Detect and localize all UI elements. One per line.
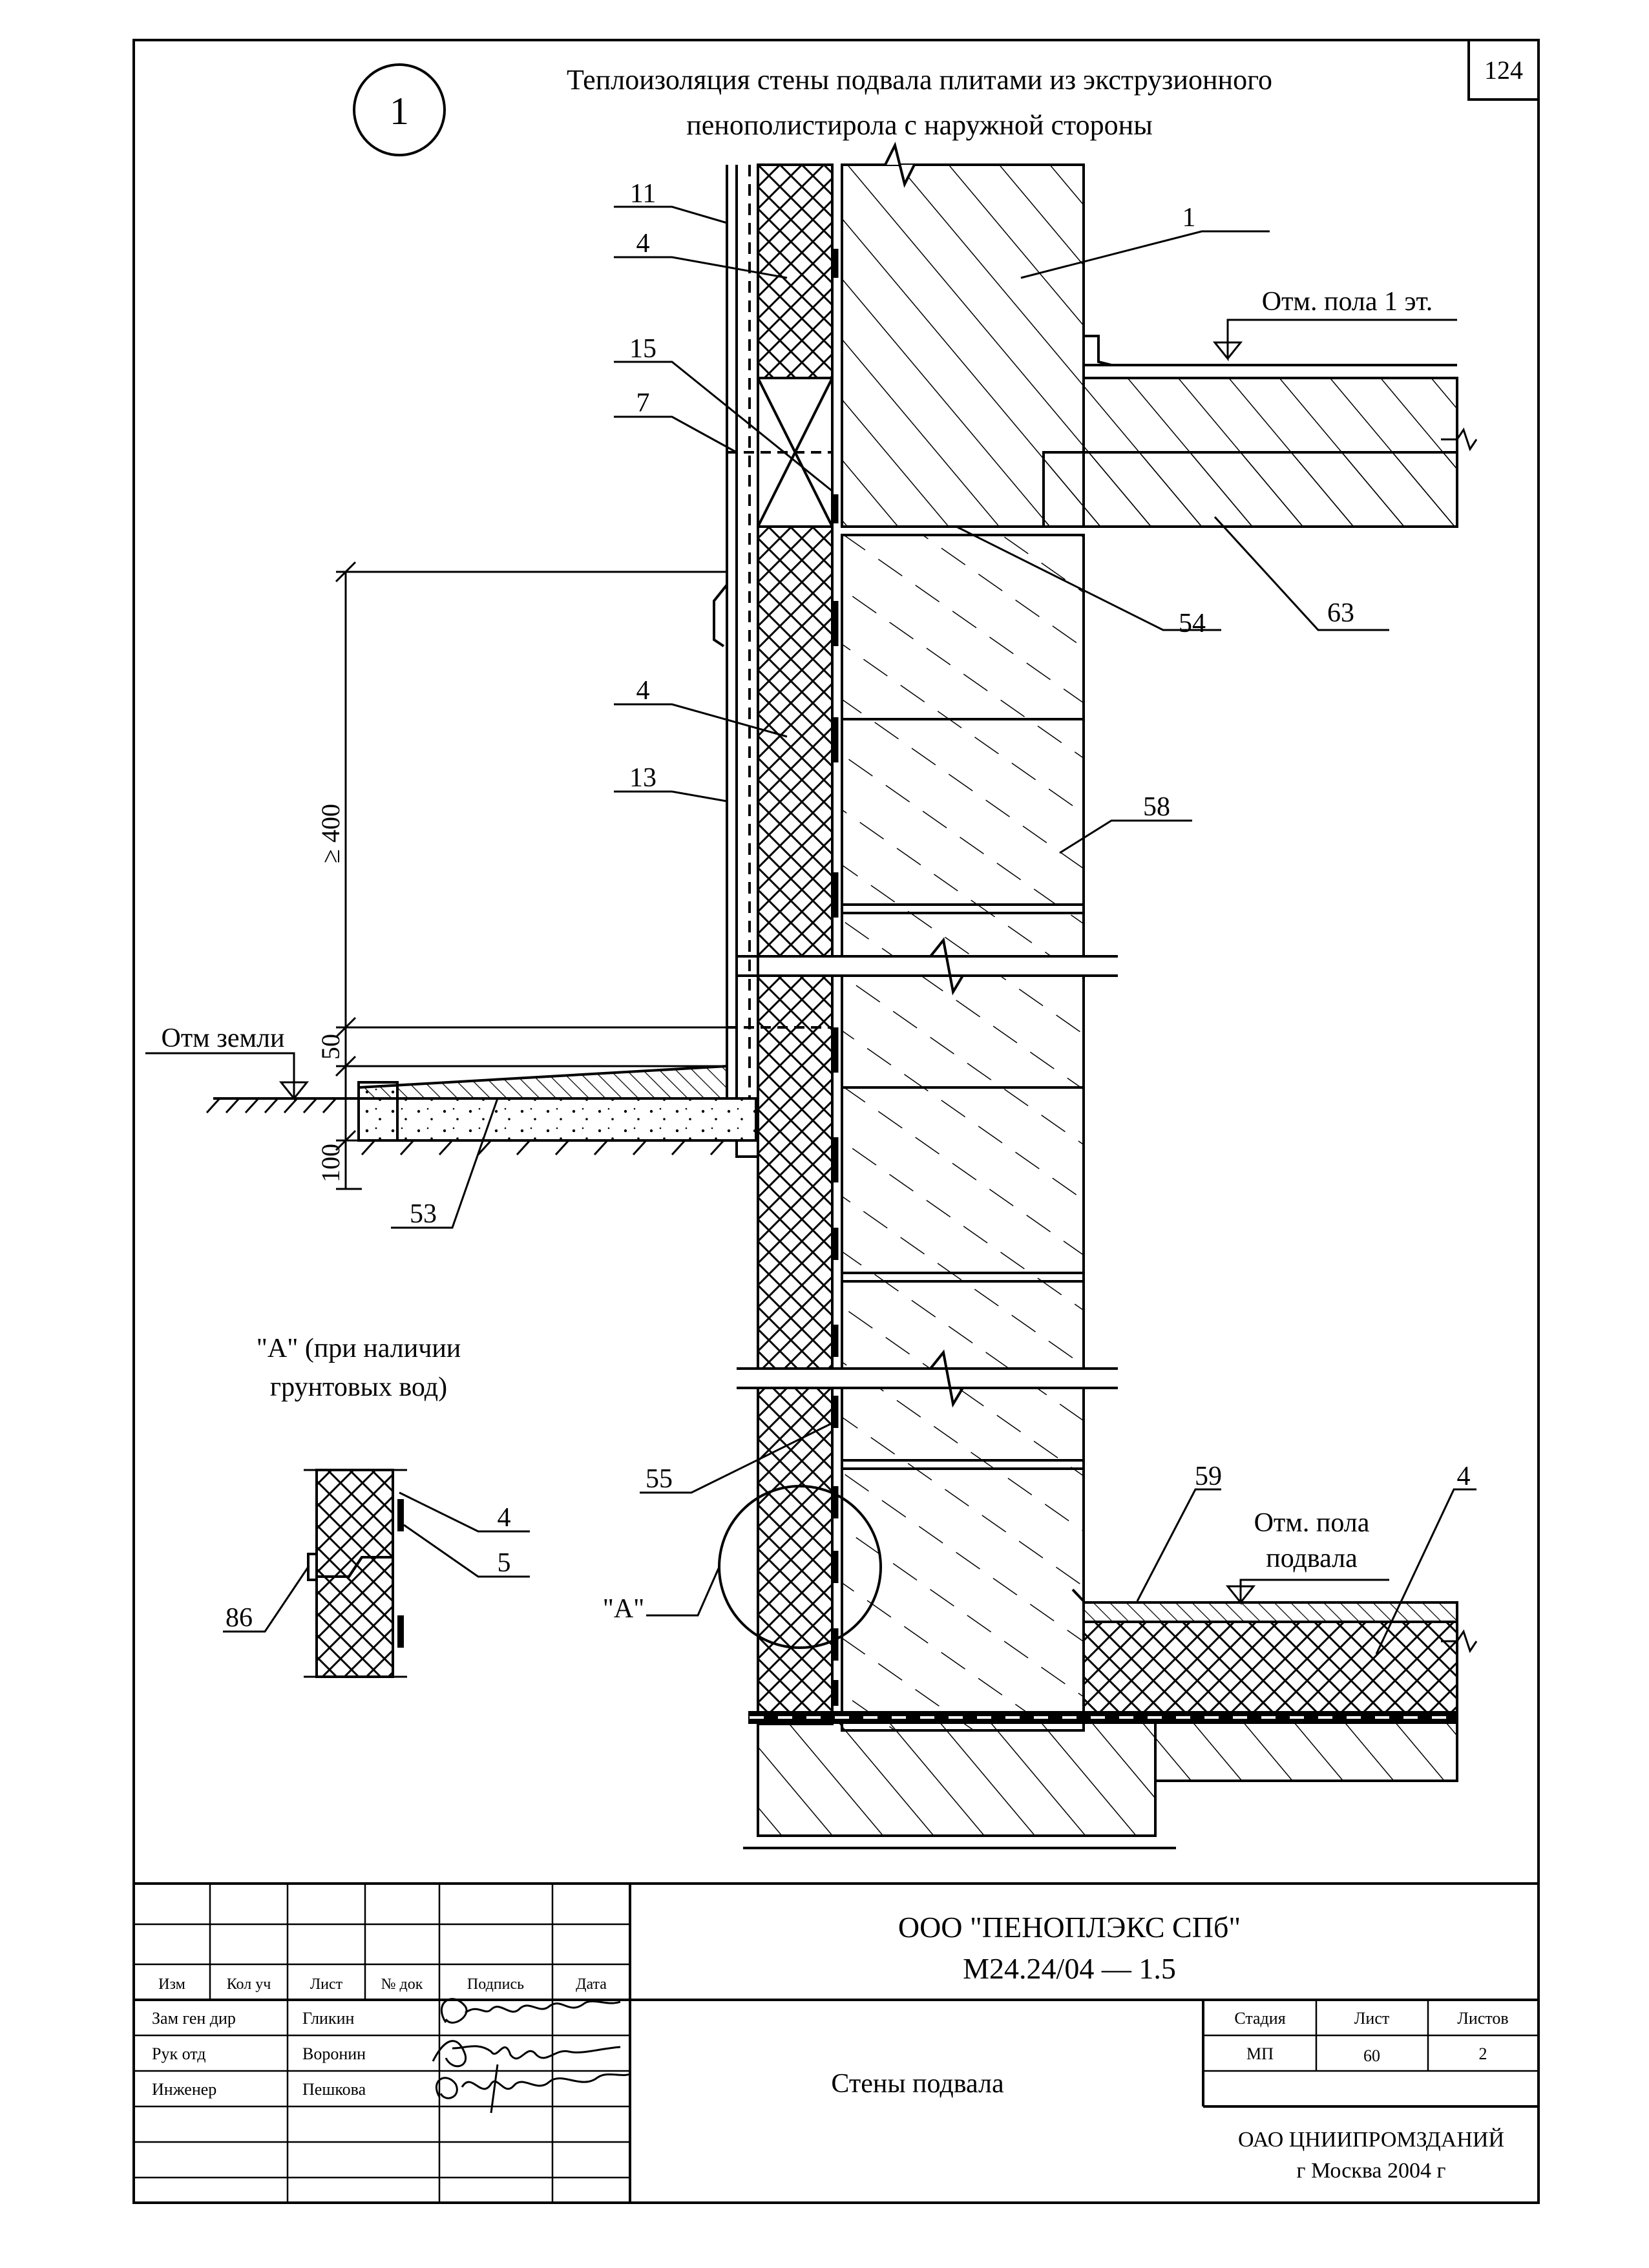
sheet-header: Лист — [1354, 2009, 1389, 2028]
title-block-text: Изм Кол уч Лист № док Подпись Дата Зам г… — [152, 1911, 1509, 2183]
signature-2 — [432, 2040, 621, 2068]
foundation-footing — [743, 1588, 1478, 1849]
level-ground-text: Отм земли — [161, 1024, 284, 1053]
sheet-value: 60 — [1363, 2046, 1380, 2065]
author-city: г Москва 2004 г — [1297, 2159, 1446, 2183]
hdr-ndok: № док — [381, 1976, 423, 1993]
document-code: М24.24/04 — 1.5 — [963, 1952, 1176, 1985]
inset-callout-86: 86 — [226, 1603, 253, 1633]
role-1: Зам ген дир — [152, 2009, 236, 2028]
callout-63: 63 — [1327, 598, 1354, 628]
name-2: Воронин — [302, 2044, 366, 2063]
role-3: Инженер — [152, 2080, 216, 2099]
sheet-number-box: 124 — [1467, 39, 1540, 101]
detail-marker: 1 — [353, 63, 446, 156]
dim-400: ≥ 400 — [316, 804, 345, 863]
callout-a: "А" — [603, 1594, 645, 1624]
inset-callout-5: 5 — [498, 1548, 511, 1578]
signature-3 — [435, 2064, 631, 2114]
hdr-list: Лист — [310, 1976, 343, 1993]
hdr-kolu: Кол уч — [227, 1976, 271, 1993]
foundation-blocks — [841, 534, 1085, 1732]
callout-55: 55 — [646, 1464, 673, 1494]
level-basement-line1: Отм. пола — [1254, 1508, 1370, 1538]
callout-4-mid: 4 — [636, 676, 650, 706]
detail-number: 1 — [390, 90, 409, 132]
level-floor1: Отм. пола 1 эт. — [1212, 287, 1457, 362]
callout-54: 54 — [1179, 609, 1206, 638]
author-org: ОАО ЦНИИПРОМЗДАНИЙ — [1238, 2128, 1504, 2152]
level-ground: Отм земли — [145, 1024, 310, 1102]
level-basement-line2: подвала — [1266, 1544, 1358, 1573]
inset-callout-4: 4 — [498, 1503, 511, 1533]
hdr-izm: Изм — [158, 1976, 185, 1993]
inset-detail-a: "А" (при наличии грунтовых вод) 4 5 86 — [223, 1334, 530, 1678]
stage-header: Стадия — [1234, 2009, 1285, 2028]
level-floor1-text: Отм. пола 1 эт. — [1262, 287, 1433, 317]
wall-section: Отм. пола 1 эт. Отм земли Отм. пола подв… — [145, 142, 1478, 1849]
hdr-data: Дата — [576, 1976, 607, 1993]
callout-58: 58 — [1143, 792, 1170, 822]
inset-title-line2: грунтовых вод) — [270, 1372, 447, 1402]
callout-15: 15 — [629, 334, 656, 364]
detail-title-line1: Теплоизоляция стены подвала плитами из э… — [567, 64, 1272, 96]
title-block — [132, 1882, 1540, 2204]
dim-50: 50 — [316, 1034, 345, 1060]
callout-53: 53 — [410, 1199, 437, 1229]
callout-4-bottom: 4 — [1457, 1462, 1471, 1491]
callout-11: 11 — [630, 179, 656, 209]
hdr-podpis: Подпись — [467, 1976, 524, 1993]
callout-1: 1 — [1182, 203, 1196, 233]
dimension-chain — [335, 561, 727, 1190]
detail-title-line2: пенополистирола с наружной стороны — [686, 109, 1153, 141]
sheets-value: 2 — [1479, 2044, 1487, 2063]
inset-title-line1: "А" (при наличии — [257, 1334, 461, 1363]
document-name: Стены подвала — [831, 2069, 1004, 2099]
name-1: Гликин — [302, 2009, 355, 2028]
sheets-header: Листов — [1457, 2009, 1508, 2028]
callout-7: 7 — [636, 388, 650, 418]
break-lines — [737, 937, 1118, 1408]
signature-1 — [441, 1998, 621, 2024]
stage-value: МП — [1246, 2044, 1274, 2063]
role-2: Рук отд — [152, 2044, 206, 2063]
level-basement: Отм. пола подвала — [1225, 1508, 1389, 1606]
dim-100: 100 — [316, 1144, 345, 1182]
plinth-facing — [713, 165, 832, 1098]
blind-area — [213, 1064, 758, 1158]
leader-lines — [391, 205, 1476, 1655]
callout-4-top: 4 — [636, 229, 650, 258]
sheet-number: 124 — [1484, 56, 1523, 85]
name-3: Пешкова — [302, 2080, 366, 2099]
callout-13: 13 — [629, 763, 656, 793]
org-name: ООО "ПЕНОПЛЭКС СПб" — [898, 1911, 1241, 1944]
callout-59: 59 — [1195, 1462, 1222, 1491]
